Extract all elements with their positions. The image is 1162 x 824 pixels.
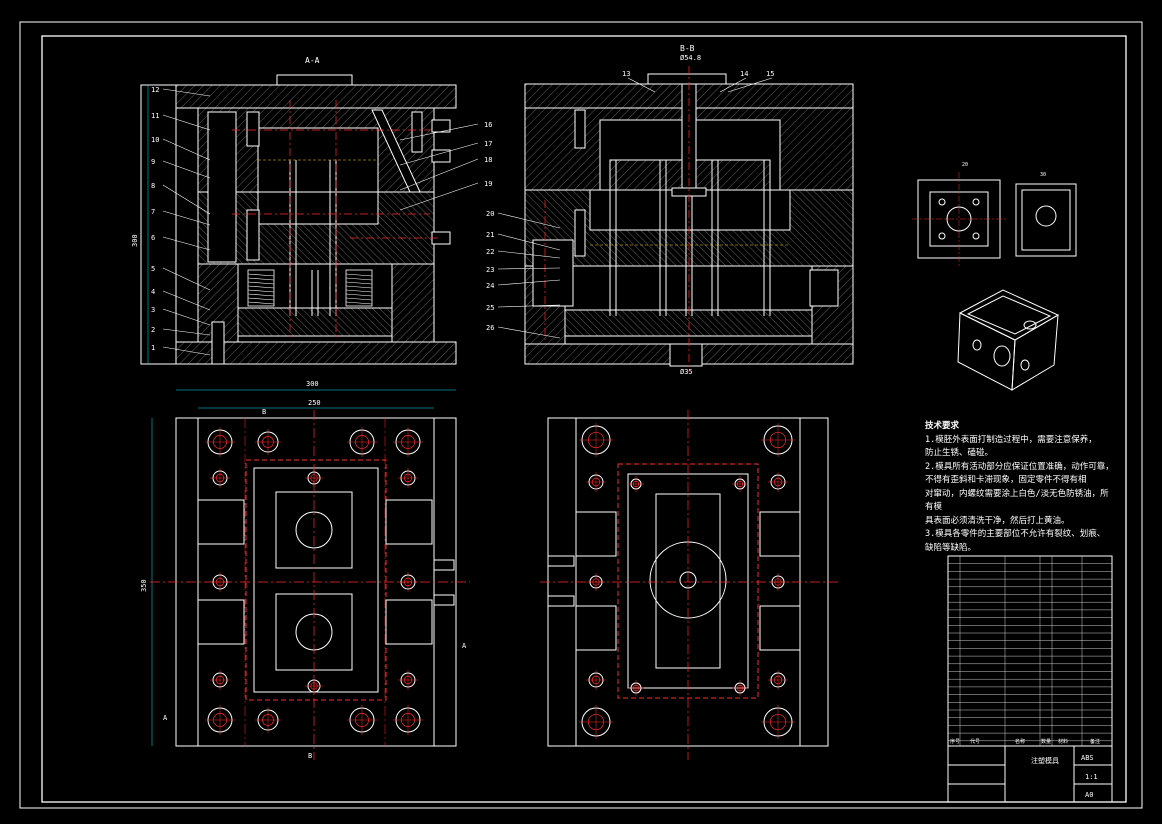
part-label-24: 24 <box>486 282 494 290</box>
cut-marker-a-right: A <box>462 642 467 650</box>
material: ABS <box>1081 754 1094 762</box>
part-label-4: 4 <box>151 288 155 296</box>
part-label-5: 5 <box>151 265 155 273</box>
cut-marker-b-top: B <box>262 408 266 416</box>
scale: 1:1 <box>1085 773 1098 781</box>
part-label-10: 10 <box>151 136 159 144</box>
sheet-size: A0 <box>1085 791 1093 799</box>
part-detail: 20 30 <box>912 162 1077 391</box>
header-col-4: 材料 <box>1058 738 1068 745</box>
part-label-3: 3 <box>151 306 155 314</box>
header-col-0: 序号 <box>950 738 960 745</box>
section-aa-view: A-A <box>131 56 492 365</box>
part-label-8: 8 <box>151 182 155 190</box>
part-label-26: 26 <box>486 324 494 332</box>
part-label-11: 11 <box>151 112 159 120</box>
dim-250: 250 <box>308 399 321 407</box>
sheet-border-outer <box>19 21 1143 809</box>
section-aa-title: A-A <box>305 56 320 65</box>
drawing-title: 注塑模具 <box>1031 756 1059 765</box>
note-line-5: 对窜动，内螺纹需要涂上白色/淡无色防锈油，所有模 <box>925 488 1109 513</box>
technical-notes: 技术要求 1.模胚外表面打制造过程中，需要注意保养， 防止生锈、磕碰。 2.模具… <box>925 420 1115 555</box>
dim-phi-bottom: Ø35 <box>680 368 693 376</box>
part-label-14: 14 <box>740 70 748 78</box>
technical-notes-title: 技术要求 <box>925 421 960 431</box>
part-label-15: 15 <box>766 70 774 78</box>
header-col-2: 名称 <box>1015 738 1025 745</box>
note-line-2: 防止生锈、磕碰。 <box>925 448 994 458</box>
note-line-3: 2.模具所有活动部分应保证位置准确，动作可靠， <box>925 461 1114 472</box>
part-label-7: 7 <box>151 208 155 216</box>
part-label-18: 18 <box>484 156 492 164</box>
detail-dim-a: 20 <box>962 162 968 168</box>
dim-top-small: Ø54.8 <box>680 54 701 62</box>
detail-dim-b: 30 <box>1040 172 1046 178</box>
part-label-25: 25 <box>486 304 494 312</box>
header-col-1: 代号 <box>970 738 980 745</box>
part-label-20: 20 <box>486 210 494 218</box>
part-label-13: 13 <box>622 70 630 78</box>
part-label-1: 1 <box>151 344 155 352</box>
part-label-21: 21 <box>486 231 494 239</box>
note-line-4: 不得有歪斜和卡滞现象，固定零件不得有相 <box>925 475 1087 485</box>
cut-marker-a-left: A <box>163 714 168 722</box>
plan-view-left: 300 250 350 B B A A <box>140 380 470 760</box>
header-col-5: 备注 <box>1090 738 1100 745</box>
dim-350: 350 <box>140 579 148 592</box>
dim-300-width: 300 <box>306 380 319 388</box>
part-label-22: 22 <box>486 248 494 256</box>
part-label-6: 6 <box>151 234 155 242</box>
part-label-23: 23 <box>486 266 494 274</box>
part-label-12: 12 <box>151 86 159 94</box>
note-line-7: 3.模具各零件的主要部位不允许有裂纹、划痕、 <box>925 529 1106 539</box>
part-label-17: 17 <box>484 140 492 148</box>
note-line-6: 具表面必须清洗干净，然后打上黄油。 <box>925 515 1070 526</box>
plan-view-right <box>540 410 840 760</box>
section-bb-title: B-B <box>680 44 695 53</box>
part-label-9: 9 <box>151 158 155 166</box>
sheet-border-inner <box>41 35 1127 803</box>
cut-marker-b-bottom: B <box>308 752 312 760</box>
dim-300-height: 300 <box>131 234 139 247</box>
header-col-3: 数量 <box>1041 738 1051 745</box>
part-label-2: 2 <box>151 326 155 334</box>
title-block: 注塑模具 ABS 1:1 A0 序号 代号 名称 数量材料 备注 <box>947 555 1113 803</box>
part-label-16: 16 <box>484 121 492 129</box>
note-line-1: 1.模胚外表面打制造过程中，需要注意保养， <box>925 434 1097 445</box>
part-label-19: 19 <box>484 180 492 188</box>
note-line-8: 缺陷等缺陷。 <box>925 542 977 553</box>
